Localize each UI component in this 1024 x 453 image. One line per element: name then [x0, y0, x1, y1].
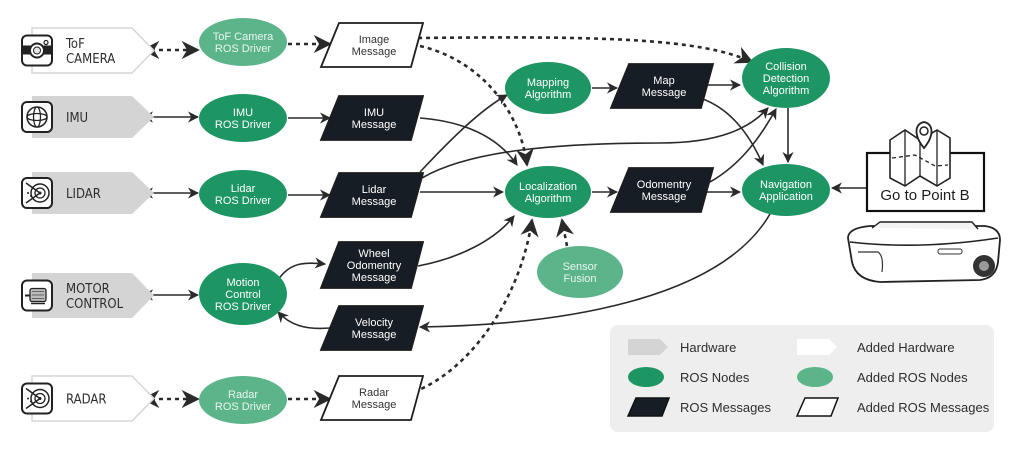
legend-swatch	[626, 397, 671, 417]
edge-motion-driver-to-wheel-msg	[277, 257, 327, 281]
goal-label: Go to Point B	[880, 187, 969, 204]
legend-swatch	[797, 339, 837, 355]
legend-swatch	[628, 339, 668, 355]
legend-label: Added ROS Messages	[857, 400, 990, 415]
edge-navigation-to-velocity-msg	[418, 213, 771, 333]
radar-scanner-icon	[21, 382, 53, 415]
edge-radar-msg-to-localization	[413, 218, 539, 394]
hardware-radar: RADAR	[21, 375, 156, 422]
edge-odom-msg-to-collision	[709, 108, 777, 183]
lidar-scanner-icon	[21, 177, 53, 209]
legend-item-ros-node: ROS Nodes	[628, 367, 750, 387]
camera-icon	[21, 34, 53, 67]
hardware-imu: IMU	[21, 96, 154, 138]
edge-velocity-msg-to-motion-driver	[277, 311, 331, 330]
map-pin-icon	[889, 121, 951, 187]
goal-layer: Go to Point B	[847, 121, 1001, 283]
legend-label: Hardware	[680, 340, 736, 355]
legend-swatch	[628, 367, 664, 387]
hardware-lidar: LIDAR	[21, 172, 154, 214]
edge-wheel-msg-to-localization	[417, 215, 515, 267]
edge-map-msg-to-navigation	[699, 97, 765, 167]
edge-imu-msg-to-localization	[419, 117, 518, 166]
hardware-label: IMU	[66, 111, 88, 126]
legend-label: ROS Nodes	[680, 370, 750, 385]
gyroscope-icon	[21, 101, 53, 133]
motor-icon	[21, 279, 53, 312]
hardware-shape	[32, 172, 154, 214]
edges-layer	[141, 34, 867, 409]
legend-swatch	[797, 367, 833, 387]
legend-item-hardware: Hardware	[628, 339, 736, 355]
edge-sensor-fusion-to-localization	[556, 218, 575, 247]
legend-item-added-ros-message: Added ROS Messages	[795, 397, 990, 417]
mobile-robot-icon	[847, 221, 1001, 283]
hardware-shape	[32, 273, 154, 318]
edge-image-msg-to-localization	[419, 44, 534, 167]
legend-swatch	[795, 397, 840, 417]
edge-image-msg-to-collision	[417, 36, 754, 64]
hardware-label: RADAR	[66, 393, 107, 408]
legend-label: Added ROS Nodes	[857, 370, 968, 385]
goal-box: Go to Point B	[865, 121, 986, 213]
legend-item-added-ros-node: Added ROS Nodes	[797, 367, 968, 387]
edge-lidar-msg-to-mapping	[419, 94, 508, 173]
hardware-shape	[32, 96, 154, 138]
hardware-label: LIDAR	[66, 187, 101, 202]
legend-item-added-hardware: Added Hardware	[797, 339, 955, 355]
legend-label: ROS Messages	[680, 400, 772, 415]
legend-item-ros-message: ROS Messages	[626, 397, 772, 417]
legend-label: Added Hardware	[857, 340, 955, 355]
